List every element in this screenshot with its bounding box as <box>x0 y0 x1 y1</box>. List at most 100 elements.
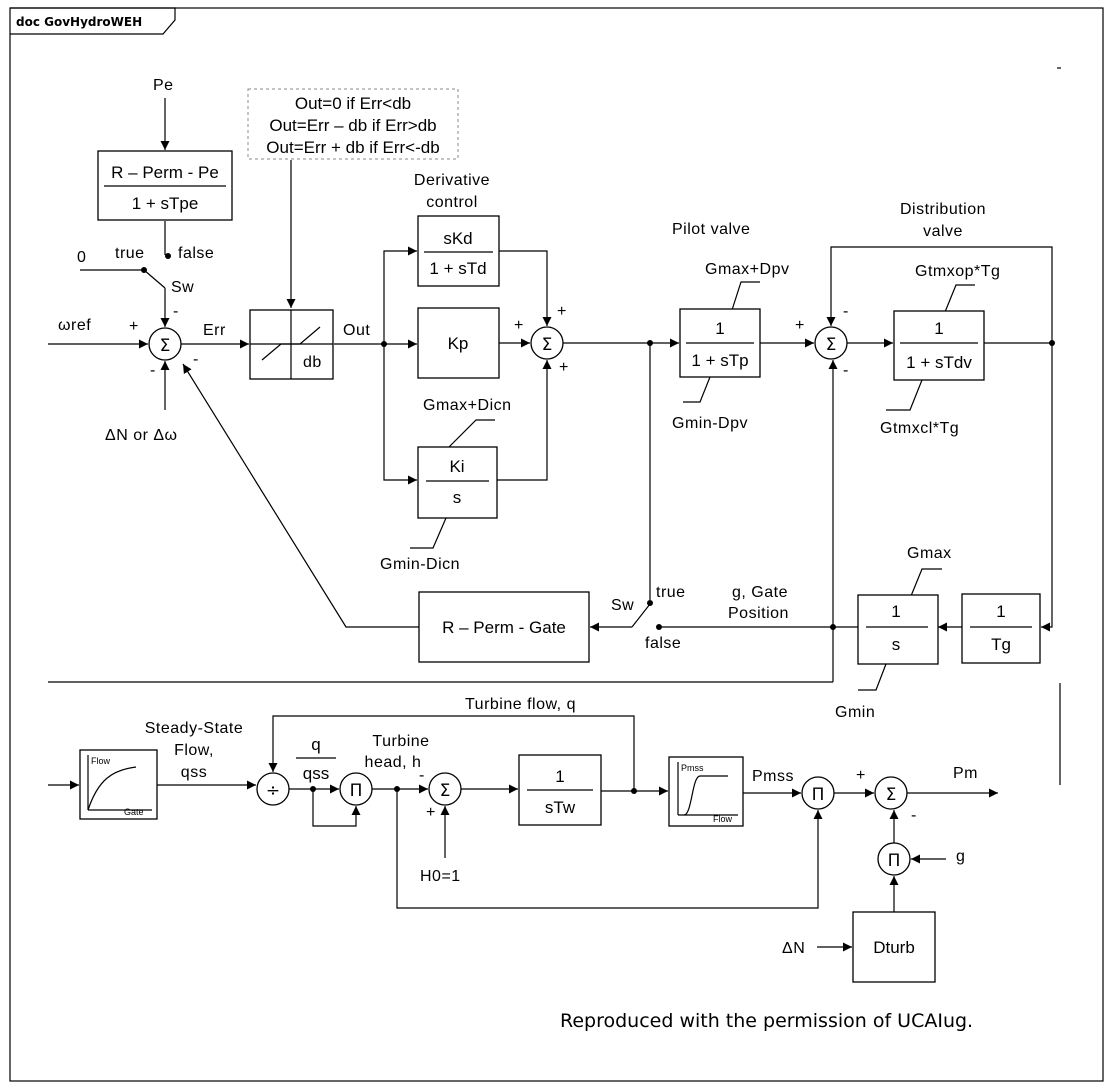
pe-input-label: Pe <box>153 77 174 94</box>
sign-plus: + <box>426 804 436 821</box>
frame-title: doc GovHydroWEH <box>16 15 142 29</box>
pmss-flow-curve <box>683 775 728 816</box>
sw2-false-terminal <box>656 624 662 630</box>
sw2-true-label: true <box>656 584 686 601</box>
out-to-derivative-wire <box>383 246 417 344</box>
sw2-label: Sw <box>611 597 634 614</box>
frame-title-tab <box>10 7 176 35</box>
steady-state-label: Flow, <box>174 742 214 759</box>
one-over-tg-block <box>961 593 1041 664</box>
sign-plus: + <box>856 767 866 784</box>
sign-minus: - <box>150 362 156 379</box>
deadband-note-line: Out=0 if Err<db <box>295 94 411 113</box>
sw2-blade <box>631 603 651 628</box>
kp-block <box>417 307 500 379</box>
distribution-valve-block <box>893 310 985 381</box>
sign-minus: - <box>173 303 179 320</box>
pm-output-label: Pm <box>953 765 978 782</box>
sign-minus: - <box>193 351 199 368</box>
integrator-denominator: s <box>892 635 901 654</box>
out-to-ki-wire <box>383 344 417 485</box>
integrator-numerator: 1 <box>891 602 900 621</box>
sw1-true-label: true <box>115 245 145 262</box>
kp-label: Kp <box>448 334 469 353</box>
sum-symbol: Σ <box>542 335 553 355</box>
integrator-min-limit-line <box>858 663 887 691</box>
out-signal-label: Out <box>343 322 370 339</box>
distribution-valve-to-tg-wire <box>1041 343 1053 632</box>
sign-minus: - <box>843 362 849 379</box>
q-over-qss-numerator: q <box>311 735 320 754</box>
integrator-block <box>857 594 939 665</box>
diagram-frame <box>9 7 1104 1082</box>
divide-symbol: ÷ <box>266 781 280 801</box>
flow-gate-y-label: Flow <box>91 756 111 766</box>
ki-block <box>417 446 498 519</box>
r-perm-gate-feedback-wire <box>182 363 419 628</box>
sw1-blade <box>143 269 166 289</box>
integrator-min-label: Gmin <box>835 704 875 721</box>
pilot-valve-max-limit-line <box>731 281 760 311</box>
distribution-valve-title: valve <box>923 223 963 240</box>
sign-minus: - <box>911 807 917 824</box>
dn-or-dw-label: ΔN or Δω <box>105 427 178 444</box>
sign-plus: + <box>557 303 567 320</box>
ki-max-limit-line <box>447 419 495 449</box>
integrator-max-label: Gmax <box>907 545 952 562</box>
distribution-valve-min-limit-line <box>886 379 923 411</box>
turbine-head-label: Turbine <box>372 733 429 750</box>
wref-input-label: ωref <box>58 317 91 334</box>
distribution-valve-max-limit-line <box>944 284 975 313</box>
flow-gate-x-label: Gate <box>124 807 144 817</box>
permission-credit: Reproduced with the permission of UCAIug… <box>560 1010 973 1032</box>
derivative-title: Derivative <box>414 172 490 189</box>
pmss-flow-y-label: Pmss <box>681 763 704 773</box>
product-symbol: Π <box>812 785 825 805</box>
pilot-valve-min-limit-line <box>683 376 711 403</box>
sum-symbol: Σ <box>826 335 837 355</box>
q-over-qss-denominator: qss <box>303 764 329 783</box>
ki-denominator: s <box>453 488 462 507</box>
deadband-note-line: Out=Err + db if Err<-db <box>266 138 439 157</box>
pilot-valve-min-label: Gmin-Dpv <box>672 415 748 432</box>
dturb-block <box>852 911 936 983</box>
square-feedback-wire <box>312 789 361 827</box>
deadband-note-line: Out=Err – db if Err>db <box>269 116 436 135</box>
pmss-signal-label: Pmss <box>752 768 794 785</box>
product-symbol: Π <box>350 781 363 801</box>
pilot-valve-title: Pilot valve <box>672 221 750 238</box>
gate-position-label: g, Gate <box>732 584 788 601</box>
ki-numerator: Ki <box>449 457 464 476</box>
sw1-false-label: false <box>178 245 214 262</box>
derivative-output-wire <box>499 250 552 326</box>
sign-plus: + <box>795 317 805 334</box>
sign-minus: - <box>843 303 849 320</box>
distribution-valve-min-label: Gtmxcl*Tg <box>880 420 959 437</box>
pilot-valve-denominator: 1 + sTp <box>691 351 748 370</box>
sign-minus: - <box>419 767 425 784</box>
pilot-valve-numerator: 1 <box>715 319 724 338</box>
sw1-false-terminal <box>165 253 171 259</box>
sum-symbol: Σ <box>440 781 451 801</box>
sum-symbol: Σ <box>886 785 897 805</box>
distribution-valve-denominator: 1 + sTdv <box>906 353 972 372</box>
derivative-title: control <box>426 194 478 211</box>
sw2-true-terminal <box>647 600 653 606</box>
deadband-label: db <box>303 354 322 371</box>
flow-gate-curve <box>87 766 137 811</box>
product-symbol: Π <box>888 851 901 871</box>
derivative-numerator: sKd <box>443 229 472 248</box>
flow-gate-curve-block <box>79 749 158 820</box>
ki-output-wire <box>497 360 552 481</box>
r-perm-gate-label: R – Perm - Gate <box>442 618 566 637</box>
ki-max-label: Gmax+Dicn <box>423 397 512 414</box>
pmss-flow-x-label: Flow <box>713 814 733 824</box>
distribution-valve-numerator: 1 <box>934 319 943 338</box>
sw1-label: Sw <box>171 279 194 296</box>
deadband-note-box <box>247 88 459 160</box>
pilot-valve-max-label: Gmax+Dpv <box>705 261 789 278</box>
steady-state-label: Steady-State <box>145 720 244 737</box>
one-over-tg-denominator: Tg <box>991 635 1011 654</box>
zero-input-label: 0 <box>77 249 86 266</box>
